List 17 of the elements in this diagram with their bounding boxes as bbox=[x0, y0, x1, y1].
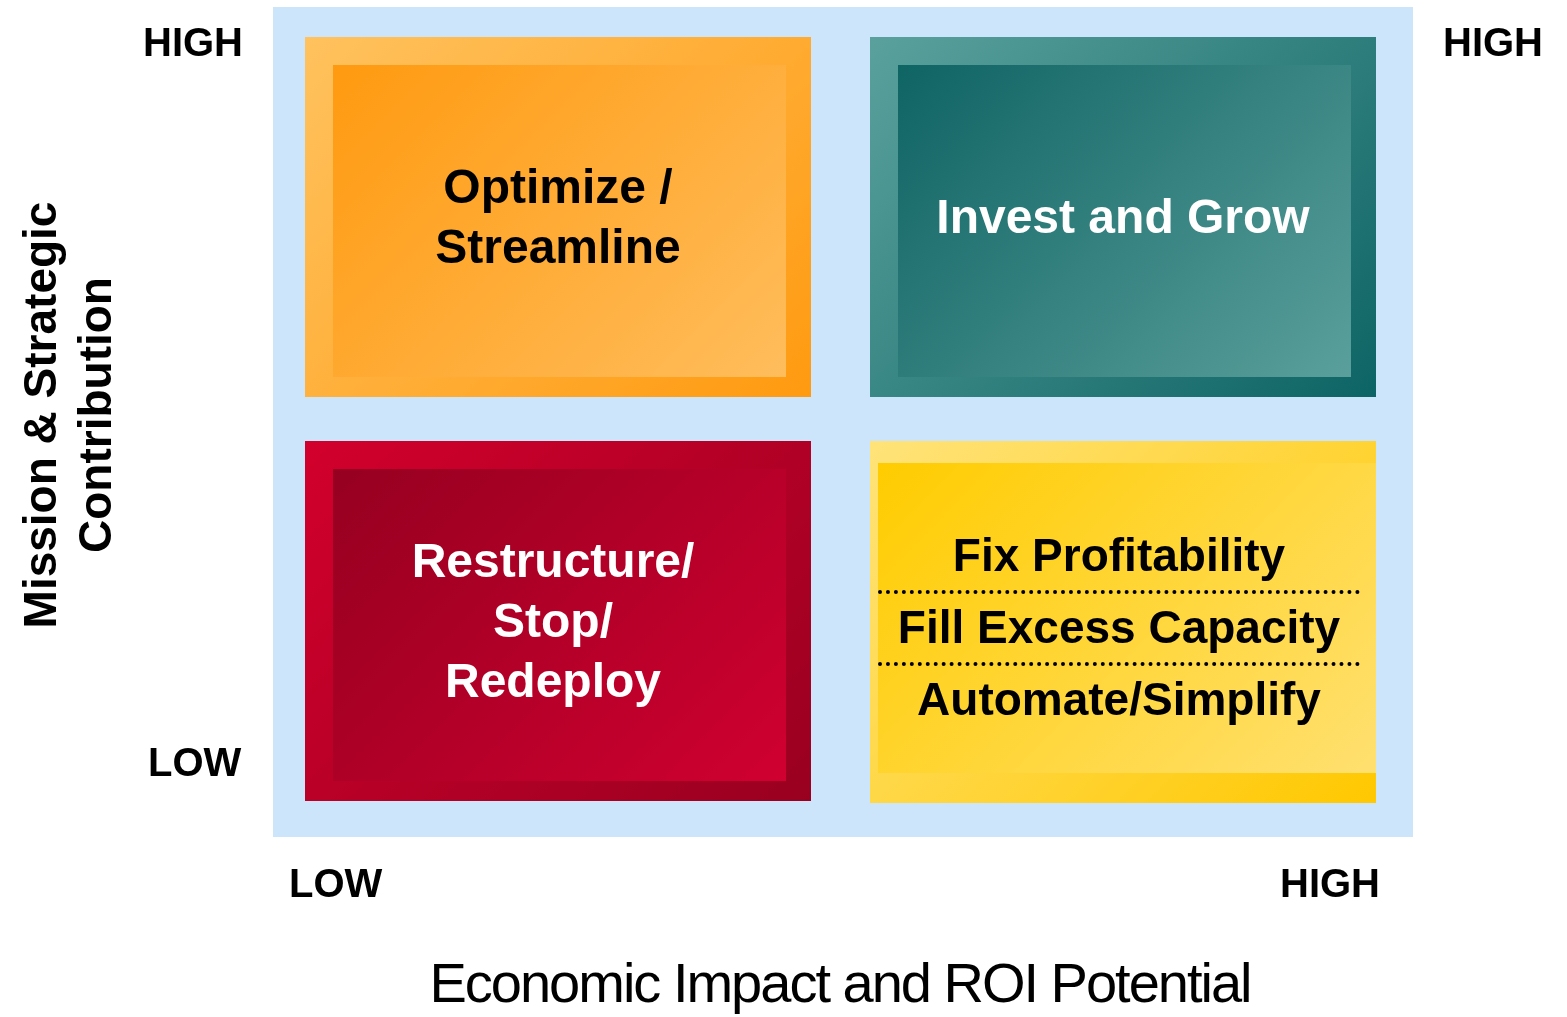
quadrant-label: Restructure/ Stop/ Redeploy bbox=[410, 533, 696, 709]
fix-quadrant bbox=[870, 441, 1376, 803]
quadrant-label: Fix Profitability bbox=[878, 522, 1360, 595]
quadrant-label: Optimize / Streamline bbox=[434, 159, 682, 275]
axis-level-label: HIGH bbox=[143, 20, 243, 65]
y-axis-title: Mission & Strategic Contribution bbox=[12, 200, 122, 631]
optimize-quadrant bbox=[305, 37, 811, 397]
invest-quadrant bbox=[870, 37, 1376, 397]
quadrant-label: Automate/Simplify bbox=[916, 671, 1322, 727]
axis-level-label: LOW bbox=[289, 861, 383, 906]
axis-level-label: HIGH bbox=[1280, 861, 1380, 906]
quadrant-label: Fill Excess Capacity bbox=[878, 594, 1360, 666]
restructure-quadrant bbox=[305, 441, 811, 801]
axis-level-label: HIGH bbox=[1443, 20, 1543, 65]
x-axis-title: Economic Impact and ROI Potential bbox=[429, 950, 1251, 1015]
quadrant-label: Invest and Grow bbox=[935, 189, 1311, 245]
axis-level-label: LOW bbox=[148, 740, 242, 785]
